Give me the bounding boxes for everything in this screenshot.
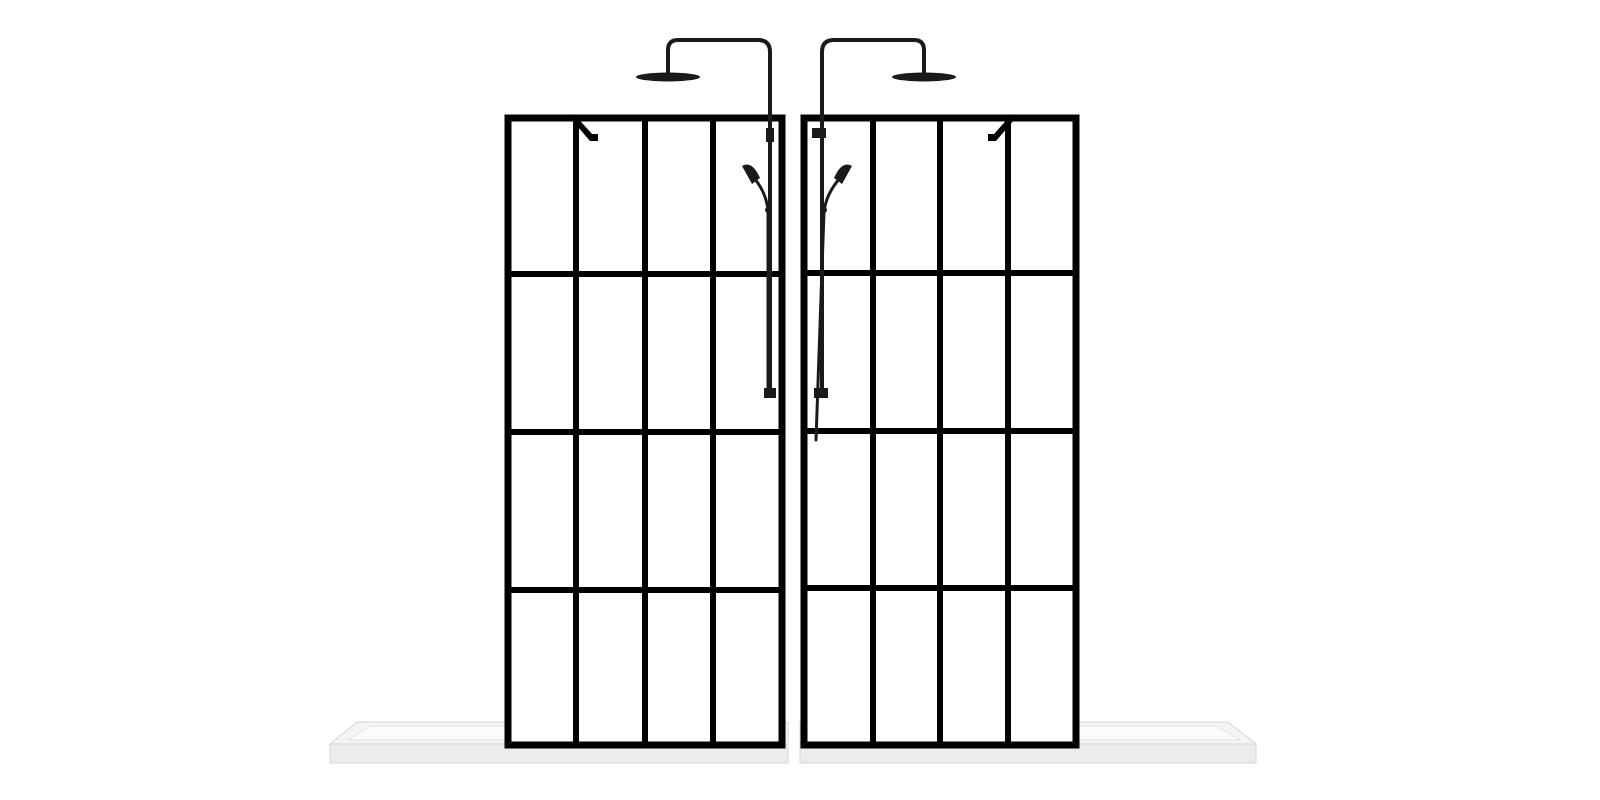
column-joint-left (766, 128, 774, 142)
rain-head-left (636, 72, 700, 82)
frame-hbar-right-2 (804, 428, 1076, 434)
support-bracket-right (988, 114, 1014, 141)
frame-hbar-right-3 (804, 585, 1076, 591)
hand-shower-head-left (742, 164, 760, 184)
glass-panel-right (800, 114, 1080, 749)
frame-hbar-left-1 (508, 271, 782, 277)
mixer-valve-left (764, 388, 776, 398)
hand-shower-head-right (834, 164, 852, 184)
frame-hbar-right-1 (804, 270, 1076, 276)
rain-head-right (892, 72, 956, 82)
slider-knob-right (821, 207, 827, 213)
glass-panel-left (504, 114, 786, 749)
frame-hbar-left-3 (508, 587, 782, 593)
shower-unit-right (799, 38, 1258, 764)
support-bracket-left (572, 114, 598, 141)
column-joint-right (812, 128, 826, 138)
frame-hbar-left-2 (508, 429, 782, 435)
riser-pipe-right (820, 38, 926, 397)
mixer-valve-right (814, 388, 828, 398)
shower-unit-left (328, 38, 789, 764)
riser-pipe-left (666, 38, 772, 397)
slider-knob-left (765, 207, 771, 213)
shower-column-left (636, 38, 776, 398)
shower-column-right (812, 38, 956, 442)
